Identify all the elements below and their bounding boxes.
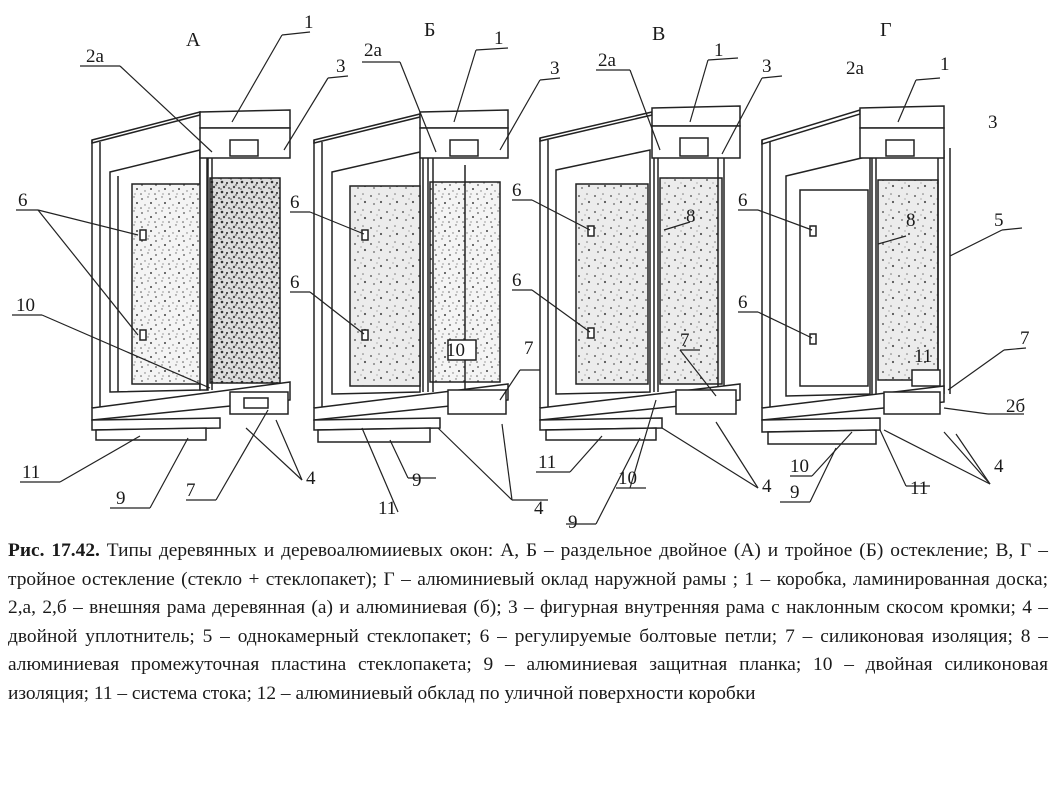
label-g-8: 7	[1020, 328, 1030, 349]
label-v-1: 1	[714, 40, 724, 61]
label-g-11: 9	[790, 482, 800, 503]
figure-caption: Рис. 17.42. Типы деревянных и деревоалюм…	[8, 537, 1048, 709]
panel-title-g: Г	[880, 19, 892, 41]
label-a-4: 10	[16, 295, 35, 316]
panel-title-v: В	[652, 23, 665, 45]
panel-g-labels: 2а 1 3 6 8 5 6 11 7 2б 10 9 11 4	[738, 54, 1030, 503]
panel-a-labels: 2а 1 3 6 10 11 9 7 4	[16, 12, 346, 509]
panel-b: Б	[313, 19, 509, 443]
panel-title-b: Б	[424, 19, 435, 41]
label-b-1: 1	[494, 28, 504, 49]
label-v-2: 3	[762, 56, 772, 77]
label-a-1: 1	[304, 12, 314, 33]
label-b-0: 2а	[364, 40, 383, 61]
label-a-6: 9	[116, 488, 126, 509]
panel-v: В	[539, 23, 741, 441]
label-b-7: 9	[412, 470, 422, 491]
label-v-6: 7	[680, 330, 690, 351]
label-g-1: 1	[940, 54, 950, 75]
window-types-diagram: А 2а 1 3 6 10 11	[12, 12, 1030, 533]
label-g-13: 4	[994, 456, 1004, 477]
label-a-0: 2а	[86, 46, 105, 67]
label-a-7: 7	[186, 480, 196, 501]
label-v-0: 2а	[598, 50, 617, 71]
caption-text: Типы деревянных и деревоалюмииевых окон:…	[8, 540, 1048, 704]
panel-title-a: А	[186, 29, 201, 51]
label-g-4: 8	[906, 210, 916, 231]
label-a-5: 11	[22, 462, 40, 483]
label-v-8: 10	[618, 468, 637, 489]
label-g-5: 5	[994, 210, 1004, 231]
label-v-9: 4	[762, 476, 772, 497]
label-g-3: 6	[738, 190, 748, 211]
label-v-3: 6	[512, 180, 522, 201]
label-b-6: 11	[378, 498, 396, 519]
panel-g-leaders	[738, 77, 1027, 503]
panel-v-labels: 2а 1 3 6 8 6 7 11 10 4 9	[512, 40, 772, 533]
label-b-8: 4	[534, 498, 544, 519]
figure-number: Рис. 17.42.	[8, 540, 100, 561]
label-g-2: 3	[988, 112, 998, 133]
label-b-2: 3	[550, 58, 560, 79]
panel-a: А	[91, 29, 291, 441]
label-v-5: 6	[512, 270, 522, 291]
label-v-10: 9	[568, 512, 578, 533]
label-b-3: 6	[290, 192, 300, 213]
panel-g: Г	[761, 19, 951, 445]
label-v-4: 8	[686, 206, 696, 227]
label-g-9: 2б	[1006, 396, 1025, 417]
panel-a-leaders	[12, 31, 349, 509]
label-g-0: 2а	[846, 58, 865, 79]
label-g-6: 6	[738, 292, 748, 313]
label-g-10: 10	[790, 456, 809, 477]
panel-b-leaders	[290, 47, 561, 513]
label-b-9: 7	[524, 338, 534, 359]
label-b-5: 10	[446, 340, 465, 361]
label-a-2: 3	[336, 56, 346, 77]
label-g-7: 11	[914, 346, 932, 367]
label-a-8: 4	[306, 468, 316, 489]
panel-v-leaders	[512, 57, 783, 525]
label-g-12: 11	[910, 478, 928, 499]
label-b-4: 6	[290, 272, 300, 293]
label-a-3: 6	[18, 190, 28, 211]
label-v-7: 11	[538, 452, 556, 473]
panel-b-labels: 2а 1 3 6 6 10 11 9 4 7	[290, 28, 560, 519]
